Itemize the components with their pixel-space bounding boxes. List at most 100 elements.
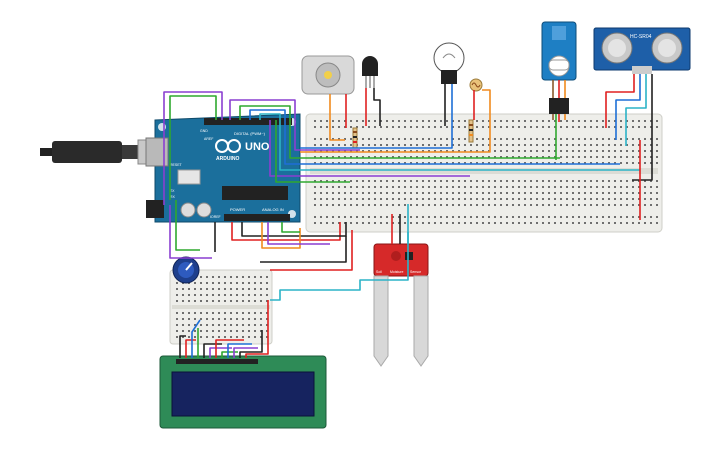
- breadboard-hole: [560, 144, 562, 146]
- breadboard-hole: [350, 222, 352, 224]
- breadboard-hole: [548, 198, 550, 200]
- breadboard-hole: [398, 186, 400, 188]
- breadboard-hole: [656, 192, 658, 194]
- breadboard-hole: [392, 156, 394, 158]
- breadboard-hole: [500, 192, 502, 194]
- breadboard-hole: [572, 222, 574, 224]
- breadboard-hole: [476, 162, 478, 164]
- breadboard-hole: [416, 186, 418, 188]
- breadboard-hole: [542, 126, 544, 128]
- wire: [270, 230, 353, 271]
- breadboard-hole: [512, 156, 514, 158]
- breadboard-hole: [266, 312, 268, 314]
- breadboard-hole: [524, 162, 526, 164]
- breadboard-hole: [542, 222, 544, 224]
- digital-header: [204, 118, 292, 125]
- breadboard-hole: [416, 198, 418, 200]
- breadboard-hole: [608, 192, 610, 194]
- breadboard-hole: [248, 330, 250, 332]
- capacitor: [180, 202, 196, 218]
- breadboard-hole: [176, 318, 178, 320]
- breadboard-hole: [536, 198, 538, 200]
- breadboard-hole: [344, 186, 346, 188]
- breadboard-hole: [236, 276, 238, 278]
- breadboard-hole: [656, 156, 658, 158]
- breadboard-hole: [236, 288, 238, 290]
- breadboard-hole: [578, 216, 580, 218]
- breadboard-hole: [248, 276, 250, 278]
- breadboard-hole: [356, 186, 358, 188]
- breadboard-hole: [476, 186, 478, 188]
- breadboard-hole: [572, 120, 574, 122]
- breadboard-hole: [386, 156, 388, 158]
- breadboard-hole: [572, 150, 574, 152]
- breadboard-hole: [224, 324, 226, 326]
- main-breadboard: [305, 113, 663, 233]
- breadboard-hole: [554, 156, 556, 158]
- breadboard-hole: [452, 144, 454, 146]
- breadboard-hole: [344, 222, 346, 224]
- breadboard-hole: [518, 216, 520, 218]
- breadboard-hole: [368, 156, 370, 158]
- breadboard-hole: [614, 192, 616, 194]
- breadboard-hole: [650, 222, 652, 224]
- breadboard-hole: [620, 138, 622, 140]
- breadboard-hole: [212, 312, 214, 314]
- breadboard-hole: [248, 288, 250, 290]
- breadboard-hole: [218, 312, 220, 314]
- breadboard-hole: [218, 300, 220, 302]
- breadboard-hole: [212, 276, 214, 278]
- ultrasonic-sensor-icon: HC-SR04: [593, 27, 691, 74]
- breadboard-hole: [602, 180, 604, 182]
- breadboard-hole: [512, 138, 514, 140]
- lcd-header: [176, 359, 258, 364]
- breadboard-hole: [602, 186, 604, 188]
- breadboard-hole: [422, 180, 424, 182]
- breadboard-hole: [476, 180, 478, 182]
- breadboard-hole: [488, 150, 490, 152]
- breadboard-hole: [368, 180, 370, 182]
- breadboard-hole: [548, 192, 550, 194]
- breadboard-hole: [410, 192, 412, 194]
- breadboard-hole: [404, 204, 406, 206]
- breadboard-hole: [500, 198, 502, 200]
- wire: [227, 343, 252, 358]
- breadboard-hole: [446, 198, 448, 200]
- breadboard-hole: [236, 336, 238, 338]
- breadboard-hole: [176, 312, 178, 314]
- breadboard-holes: [176, 276, 268, 338]
- breadboard-hole: [488, 120, 490, 122]
- breadboard-hole: [218, 288, 220, 290]
- breadboard-hole: [434, 198, 436, 200]
- breadboard-hole: [332, 192, 334, 194]
- breadboard-hole: [632, 150, 634, 152]
- breadboard-hole: [230, 300, 232, 302]
- breadboard-hole: [590, 156, 592, 158]
- breadboard-hole: [530, 216, 532, 218]
- breadboard-hole: [542, 192, 544, 194]
- breadboard-hole: [488, 162, 490, 164]
- breadboard-hole: [602, 138, 604, 140]
- breadboard-hole: [326, 156, 328, 158]
- breadboard-hole: [428, 222, 430, 224]
- breadboard-hole: [344, 156, 346, 158]
- breadboard-hole: [536, 120, 538, 122]
- breadboard-hole: [332, 204, 334, 206]
- breadboard-hole: [482, 180, 484, 182]
- breadboard-hole: [242, 294, 244, 296]
- breadboard-hole: [428, 180, 430, 182]
- breadboard-hole: [500, 150, 502, 152]
- breadboard-hole: [470, 216, 472, 218]
- breadboard-hole: [362, 120, 364, 122]
- breadboard-hole: [446, 216, 448, 218]
- breadboard-hole: [314, 156, 316, 158]
- wire: [241, 222, 347, 237]
- breadboard-hole: [566, 126, 568, 128]
- breadboard-hole: [200, 330, 202, 332]
- breadboard-hole: [320, 120, 322, 122]
- breadboard-hole: [206, 318, 208, 320]
- breadboard-hole: [440, 192, 442, 194]
- breadboard-hole: [416, 120, 418, 122]
- breadboard-hole: [482, 198, 484, 200]
